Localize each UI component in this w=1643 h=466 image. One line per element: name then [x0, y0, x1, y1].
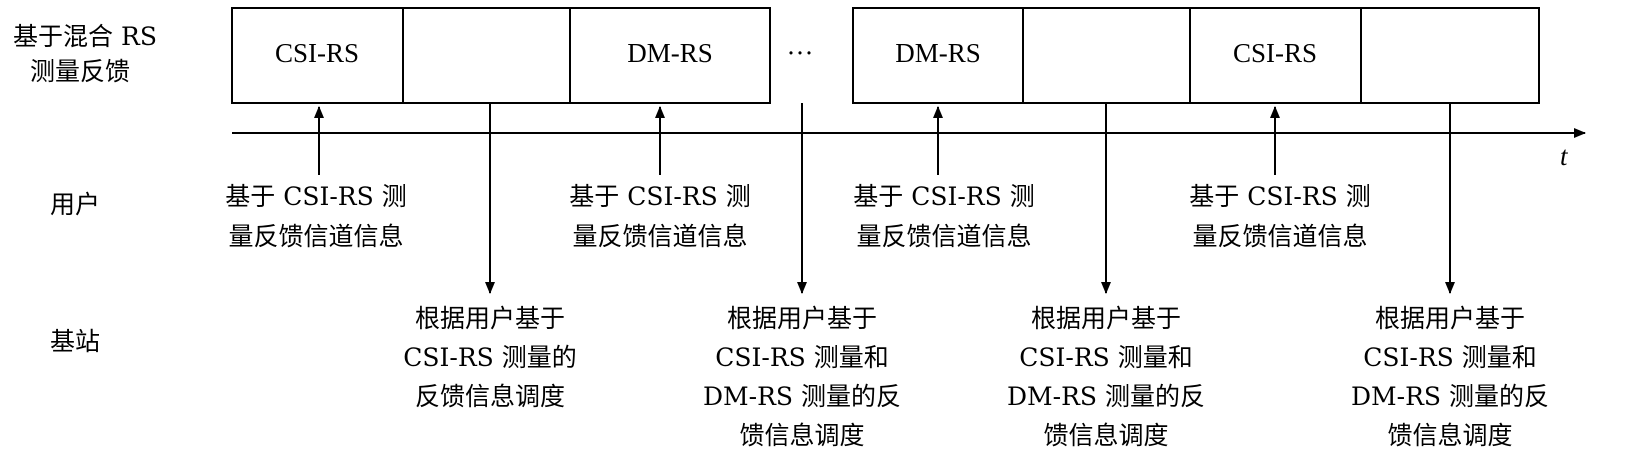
bs-schedule-line: 反馈信息调度: [415, 382, 565, 411]
frame-group-2-outline: [852, 7, 1540, 104]
frame-group-1: [231, 7, 771, 104]
bs-schedule-line: 馈信息调度: [739, 421, 864, 450]
bs-schedule-line: 馈信息调度: [1387, 421, 1512, 450]
user-feedback-line: 量反馈信道信息: [572, 222, 747, 251]
user-feedback-line: 基于 CSI-RS 测: [225, 182, 406, 211]
bs-schedule-label-3: 根据用户基于 CSI-RS 测量和 DM-RS 测量的反 馈信息调度: [1007, 304, 1205, 450]
bs-schedule-line: 根据用户基于: [727, 304, 877, 333]
bs-schedule-line: CSI-RS 测量和: [715, 343, 888, 372]
user-feedback-line: 基于 CSI-RS 测: [1189, 182, 1370, 211]
bs-schedule-line: 馈信息调度: [1043, 421, 1168, 450]
bs-schedule-label-2: 根据用户基于 CSI-RS 测量和 DM-RS 测量的反 馈信息调度: [703, 304, 901, 450]
frame-group-1-outline: [231, 7, 771, 104]
bs-schedule-label-1: 根据用户基于 CSI-RS 测量的 反馈信息调度: [403, 304, 576, 411]
bs-schedule-line: DM-RS 测量的反: [703, 382, 901, 411]
user-feedback-line: 量反馈信道信息: [228, 222, 403, 251]
user-feedback-label-2: 基于 CSI-RS 测 量反馈信道信息: [569, 182, 750, 251]
bs-schedule-line: CSI-RS 测量和: [1363, 343, 1536, 372]
row-label-user: 用户: [50, 190, 100, 219]
frame-cell-dm-rs: DM-RS: [627, 38, 713, 68]
bs-schedule-line: DM-RS 测量的反: [1351, 382, 1549, 411]
user-feedback-label-4: 基于 CSI-RS 测 量反馈信道信息: [1189, 182, 1370, 251]
row-label-base-station: 基站: [50, 327, 100, 356]
user-feedback-line: 量反馈信道信息: [1192, 222, 1367, 251]
frame-group-2: [852, 7, 1540, 104]
bs-schedule-line: 根据用户基于: [1031, 304, 1181, 333]
frame-cell-csi-rs: CSI-RS: [275, 38, 359, 68]
user-feedback-line: 量反馈信道信息: [856, 222, 1031, 251]
time-axis-label: t: [1560, 141, 1569, 171]
bs-schedule-line: CSI-RS 测量和: [1019, 343, 1192, 372]
user-feedback-line: 基于 CSI-RS 测: [853, 182, 1034, 211]
user-feedback-label-3: 基于 CSI-RS 测 量反馈信道信息: [853, 182, 1034, 251]
frame-cell-csi-rs: CSI-RS: [1233, 38, 1317, 68]
bs-schedule-line: 根据用户基于: [415, 304, 565, 333]
bs-schedule-label-4: 根据用户基于 CSI-RS 测量和 DM-RS 测量的反 馈信息调度: [1351, 304, 1549, 450]
row-label-hybrid-rs-line2: 测量反馈: [30, 57, 130, 86]
user-feedback-label-1: 基于 CSI-RS 测 量反馈信道信息: [225, 182, 406, 251]
frame-ellipsis: ···: [787, 38, 814, 68]
bs-schedule-line: 根据用户基于: [1375, 304, 1525, 333]
user-feedback-line: 基于 CSI-RS 测: [569, 182, 750, 211]
row-label-hybrid-rs: 基于混合 RS: [13, 22, 157, 51]
bs-schedule-line: DM-RS 测量的反: [1007, 382, 1205, 411]
frame-cell-dm-rs: DM-RS: [895, 38, 981, 68]
bs-schedule-line: CSI-RS 测量的: [403, 343, 576, 372]
